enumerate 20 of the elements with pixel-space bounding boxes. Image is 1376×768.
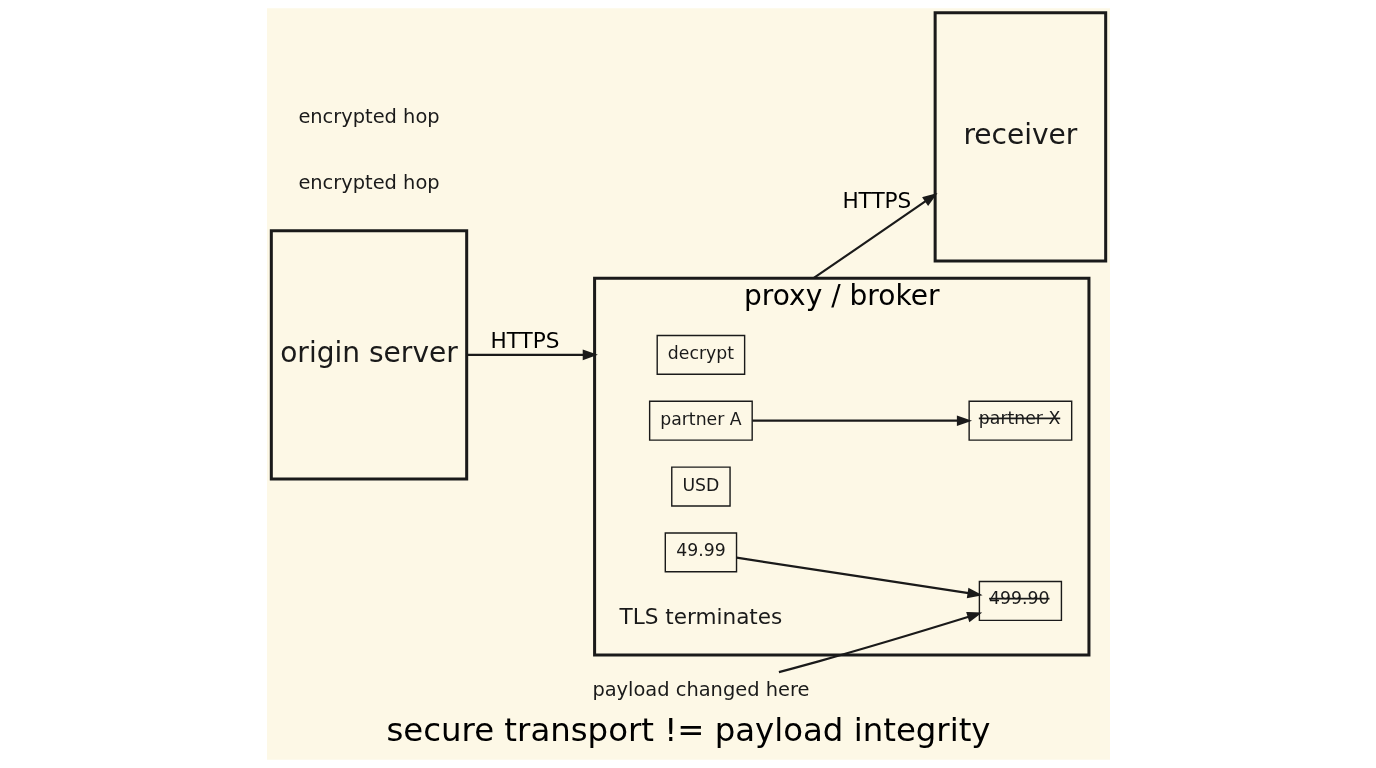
edge-label: HTTPS	[490, 328, 559, 354]
label: encrypted hop	[297, 105, 440, 129]
edge-label: HTTPS	[841, 188, 911, 214]
node-box: partner A	[648, 400, 753, 441]
node-box: 49.99	[664, 532, 737, 573]
node-box: receiver	[933, 11, 1107, 263]
arrow	[778, 612, 982, 674]
arrow	[466, 349, 598, 361]
node-text: payload changed here	[591, 678, 809, 702]
arrow	[735, 556, 983, 599]
caption: secure transport != payload integrity	[385, 711, 991, 750]
label: encrypted hop	[297, 171, 440, 195]
node-box: partner X	[967, 400, 1072, 441]
node-box: USD	[670, 466, 731, 507]
node-box: decrypt	[656, 334, 745, 375]
node-box: origin server	[269, 229, 468, 481]
node-label: TLS terminates	[618, 603, 782, 629]
arrow	[751, 415, 972, 426]
node-box: 499.90	[978, 580, 1062, 622]
arrow	[812, 193, 938, 280]
